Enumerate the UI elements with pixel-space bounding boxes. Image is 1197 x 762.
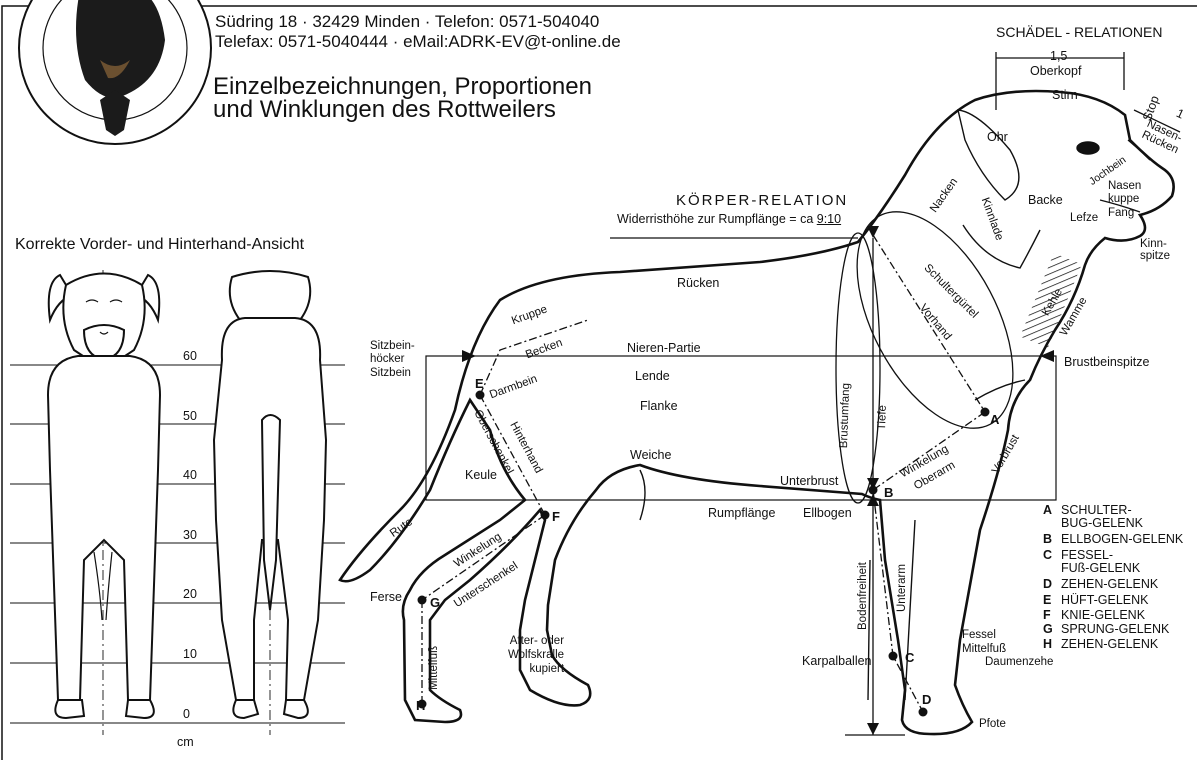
label-unterbrust: Unterbrust [780, 474, 838, 488]
label-ohr: Ohr [987, 130, 1008, 144]
scale-tick-label: 50 [183, 409, 197, 423]
legend-text: SPRUNG-GELENK [1061, 623, 1169, 636]
legend-letter: C [1043, 549, 1061, 562]
label-keule: Keule [465, 468, 497, 482]
label-unterarm: Unterarm [896, 564, 908, 612]
scale-tick-label: 60 [183, 349, 197, 363]
label-lefze: Lefze [1070, 212, 1098, 224]
legend-letter: A [1043, 504, 1061, 517]
label-fang: Fang [1108, 207, 1134, 219]
label-mittelfuss-hind: Mittelfuß [428, 646, 440, 690]
label-ferse: Ferse [370, 590, 402, 604]
point-c: C [905, 650, 914, 665]
label-flanke: Flanke [640, 399, 678, 413]
label-backe: Backe [1028, 193, 1063, 207]
skull-ratio-top: 1,5 [1050, 49, 1067, 63]
label-ellbogen: Ellbogen [803, 506, 852, 520]
label-kinnspitze: Kinn- spitze [1140, 238, 1170, 262]
club-seal [19, 0, 211, 144]
label-nieren-partie: Nieren-Partie [627, 341, 701, 355]
label-daumenzehe: Daumenzehe [985, 656, 1053, 668]
joint-points [418, 391, 990, 717]
legend-letter: B [1043, 533, 1061, 546]
label-sitzbeinhoecker: Sitzbein- höcker [370, 340, 415, 366]
label-fessel: Fessel [962, 629, 996, 641]
label-tiefe: Tiefe [876, 405, 889, 431]
label-brustumfang: Brustumfang [838, 383, 852, 449]
point-h: H [416, 698, 425, 713]
legend-letter: D [1043, 578, 1061, 591]
label-stirn: Stirn [1052, 88, 1078, 102]
legend-text: ZEHEN-GELENK [1061, 578, 1158, 591]
scale-unit: cm [177, 735, 194, 749]
legend-text: FESSEL- FUß-GELENK [1061, 549, 1140, 575]
page-title-line2: und Winklungen des Rottweilers [213, 97, 556, 122]
formula-ratio: 9:10 [817, 212, 841, 226]
label-afterkralle: After- oder Wolfskralle kupiert [508, 634, 564, 676]
legend-text: SCHULTER- BUG-GELENK [1061, 504, 1143, 530]
label-ruecken: Rücken [677, 276, 719, 290]
contact-line: Telefax: 0571-5040444 · eMail:ADRK-EV@t-… [215, 32, 621, 51]
legend-text: ELLBOGEN-GELENK [1061, 533, 1183, 546]
point-g: G [430, 595, 440, 610]
scale-tick-label: 30 [183, 528, 197, 542]
label-karpalballen: Karpalballen [802, 654, 872, 668]
body-relation-heading: KÖRPER-RELATION [676, 192, 848, 209]
frame [2, 6, 1197, 760]
legend-letter: G [1043, 623, 1061, 636]
scale-tick-label: 20 [183, 587, 197, 601]
legend-letter: F [1043, 609, 1061, 622]
scale-tick-label: 0 [183, 707, 190, 721]
point-f: F [552, 509, 560, 524]
address-line: Südring 18 · 32429 Minden · Telefon: 057… [215, 12, 599, 31]
point-b: B [884, 485, 893, 500]
label-nasenkuppe: Nasen kuppe [1108, 180, 1141, 206]
label-weiche: Weiche [630, 448, 671, 462]
point-a: A [990, 412, 999, 427]
label-brustbeinspitze: Brustbeinspitze [1064, 355, 1149, 369]
scale-tick-label: 40 [183, 468, 197, 482]
point-e: E [475, 376, 484, 391]
label-oberkopf: Oberkopf [1030, 64, 1081, 78]
skull-heading: SCHÄDEL - RELATIONEN [996, 24, 1162, 40]
scale-tick-label: 10 [183, 647, 197, 661]
legend-text: KNIE-GELENK [1061, 609, 1145, 622]
front-rear-heading: Korrekte Vorder- und Hinterhand-Ansicht [15, 236, 304, 254]
label-bodenfreiheit: Bodenfreiheit [857, 562, 869, 630]
label-lende: Lende [635, 369, 670, 383]
formula-text: Widerristhöhe zur Rumpflänge = ca [617, 212, 817, 226]
legend-text: HÜFT-GELENK [1061, 594, 1149, 607]
label-pfote: Pfote [979, 718, 1006, 730]
label-mittelfuss-front: Mittelfuß [962, 643, 1006, 655]
legend-text: ZEHEN-GELENK [1061, 638, 1158, 651]
body-relation-formula: Widerristhöhe zur Rumpflänge = ca 9:10 [617, 212, 841, 226]
legend-letter: H [1043, 638, 1061, 651]
label-rumpflaenge: Rumpflänge [708, 506, 775, 520]
legend-letter: E [1043, 594, 1061, 607]
point-d: D [922, 692, 931, 707]
front-view-dog [48, 274, 160, 719]
label-sitzbein: Sitzbein [370, 367, 411, 379]
